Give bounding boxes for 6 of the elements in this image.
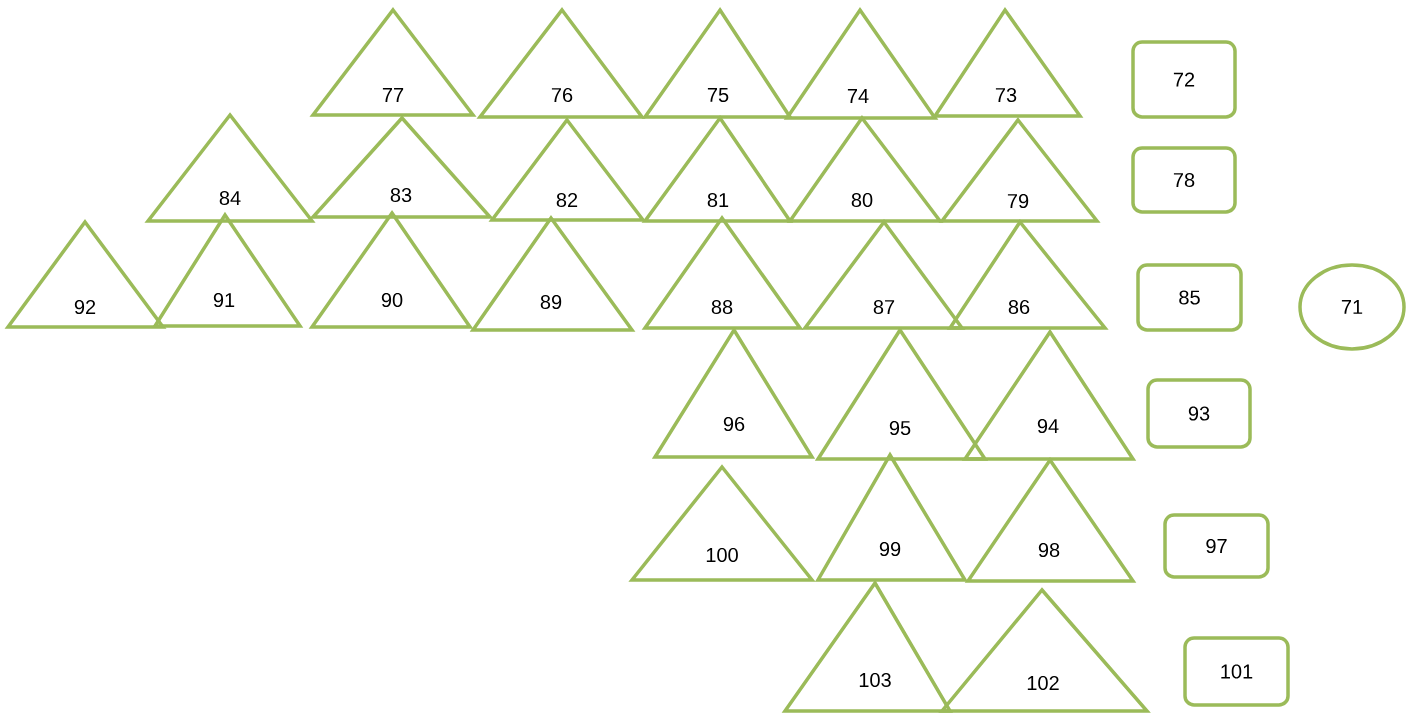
rounded-box: 97 <box>1163 513 1270 579</box>
rounded-box: 101 <box>1183 636 1290 707</box>
rounded-box: 85 <box>1136 263 1243 332</box>
rounded-box: 78 <box>1131 146 1237 214</box>
rounded-box: 93 <box>1146 378 1252 449</box>
rounded-box: 72 <box>1131 40 1237 119</box>
